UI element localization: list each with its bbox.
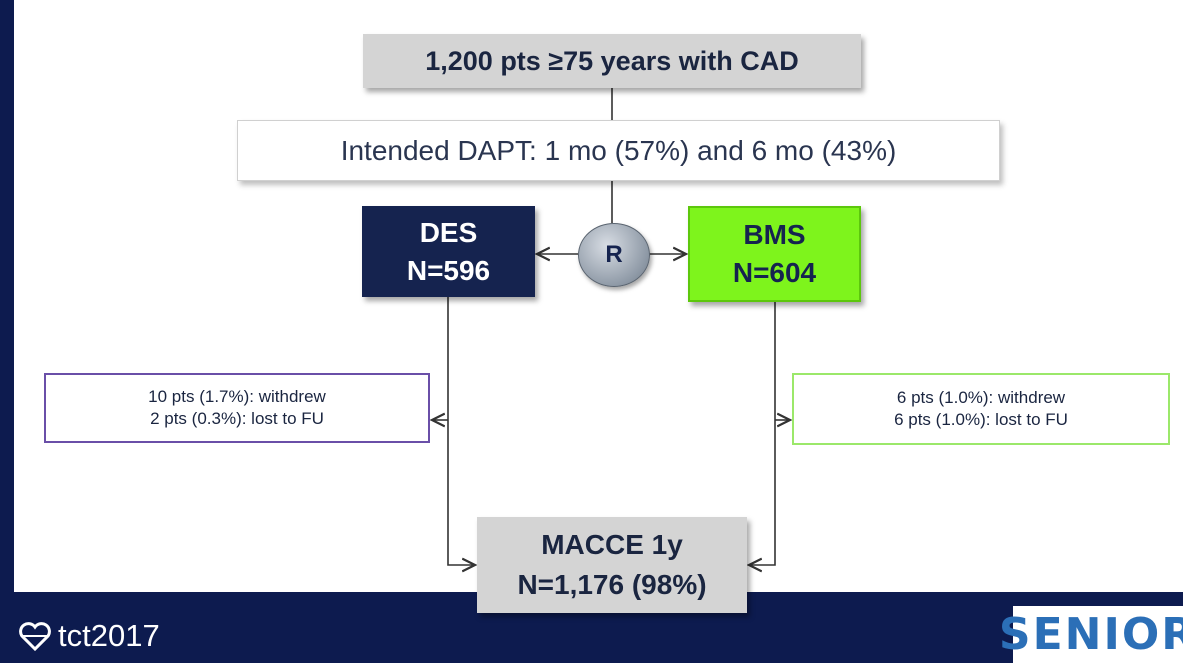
enrollment-label: 1,200 pts ≥75 years with CAD bbox=[425, 45, 799, 76]
des-arm-box: DES N=596 bbox=[362, 206, 535, 297]
outcome-title: MACCE 1y bbox=[541, 529, 683, 560]
bms-arm-count: N=604 bbox=[732, 257, 817, 288]
des-arm-name: DES bbox=[419, 216, 478, 248]
tct-logo: tct2017 bbox=[18, 618, 160, 654]
conference-name: tct2017 bbox=[58, 618, 160, 653]
bms-withdrew-text: 6 pts (1.0%): withdrew bbox=[896, 388, 1066, 407]
randomization-node: R bbox=[578, 223, 650, 287]
dapt-box: Intended DAPT: 1 mo (57%) and 6 mo (43%) bbox=[237, 120, 1000, 181]
bms-arm-name: BMS bbox=[743, 219, 806, 250]
randomization-label: R bbox=[605, 241, 623, 268]
arrow-des-to-outcome bbox=[447, 297, 475, 565]
senior-logo-text: SENIOR bbox=[998, 609, 1183, 660]
des-withdrew-text: 10 pts (1.7%): withdrew bbox=[148, 387, 326, 406]
des-arm-count: N=596 bbox=[406, 254, 491, 286]
outcome-box: MACCE 1y N=1,176 (98%) bbox=[477, 517, 747, 613]
des-exclusions-box: 10 pts (1.7%): withdrew 2 pts (0.3%): lo… bbox=[44, 373, 430, 443]
bms-lost-text: 6 pts (1.0%): lost to FU bbox=[894, 410, 1068, 429]
outcome-count: N=1,176 (98%) bbox=[517, 569, 707, 600]
heart-logo-icon bbox=[19, 622, 51, 651]
senior-trial-logo: SENIOR bbox=[999, 606, 1183, 663]
enrollment-box: 1,200 pts ≥75 years with CAD bbox=[363, 34, 861, 88]
arrow-bms-to-outcome bbox=[749, 302, 776, 565]
des-lost-text: 2 pts (0.3%): lost to FU bbox=[150, 409, 324, 428]
slide-background bbox=[0, 0, 1183, 592]
bms-exclusions-box: 6 pts (1.0%): withdrew 6 pts (1.0%): los… bbox=[792, 373, 1170, 445]
bms-arm-box: BMS N=604 bbox=[688, 206, 861, 302]
dapt-label: Intended DAPT: 1 mo (57%) and 6 mo (43%) bbox=[340, 134, 897, 166]
